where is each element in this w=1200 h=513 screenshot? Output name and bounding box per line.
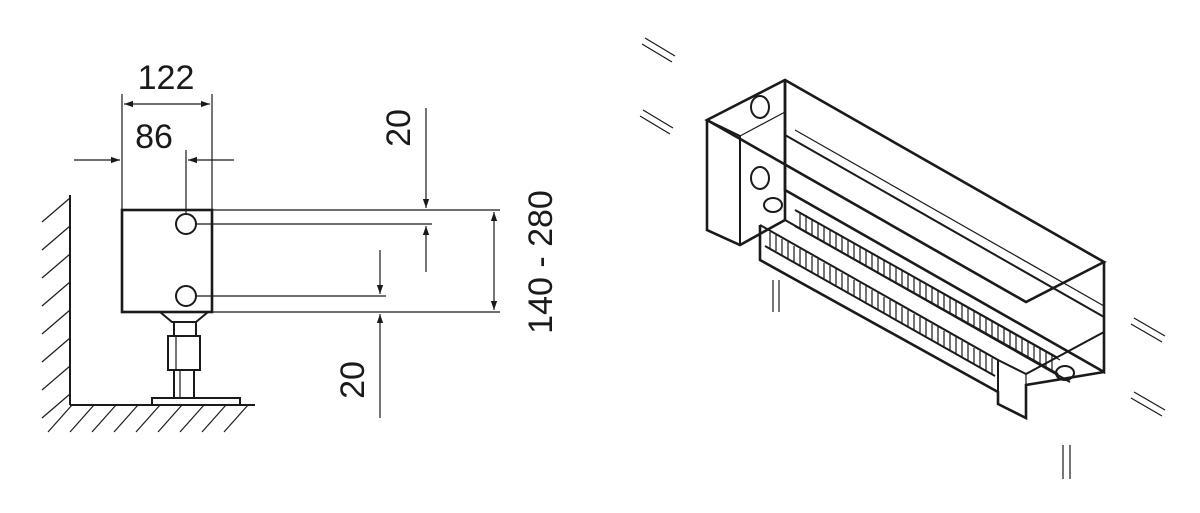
base-tray (758, 209, 1105, 421)
side-view: 122 86 20 20 140 - 280 (41, 59, 560, 433)
lower-pipe-connection (175, 285, 197, 307)
convector-body-side (120, 208, 214, 314)
dimension-140-280-label: 140 - 280 (522, 190, 560, 334)
heat-exchanger-fins (764, 209, 1059, 377)
isometric-view (639, 37, 1166, 479)
dimension-122-label: 122 (138, 59, 195, 97)
dimension-122: 122 (121, 59, 213, 210)
dimension-86-label: 86 (135, 118, 173, 156)
wall (41, 195, 71, 419)
stand (151, 311, 241, 406)
floor (47, 404, 255, 433)
dimension-140-280: 140 - 280 (490, 190, 560, 334)
dimension-bottom-20: 20 (334, 250, 384, 418)
dimension-bottom-20-label: 20 (334, 361, 372, 399)
motion-marks (639, 37, 1166, 479)
dimension-86: 86 (74, 118, 234, 214)
upper-pipe-connection (175, 213, 197, 235)
convector-body-iso (704, 78, 1107, 375)
dimension-top-20-label: 20 (380, 109, 418, 147)
dimension-top-20: 20 (380, 108, 430, 272)
